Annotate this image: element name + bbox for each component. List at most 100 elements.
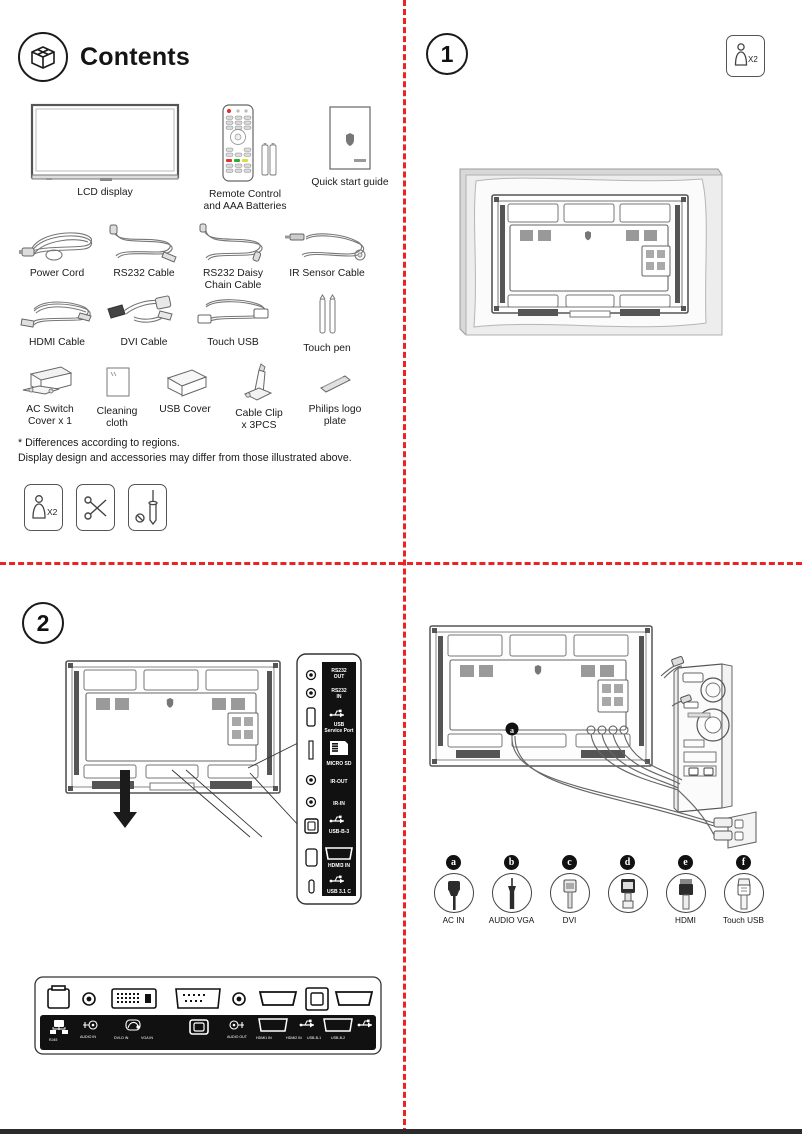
tool-badge-screwdriver [128, 484, 167, 531]
content-item-label: Touch pen [303, 343, 351, 354]
ac-switch-cover-icon [19, 362, 81, 400]
hdmi-connector-icon [665, 873, 706, 913]
step2b-connection-illustration: a [426, 620, 781, 865]
content-item-label: Remote Control and AAA Batteries [203, 189, 287, 213]
content-item-quick-start-guide: Quick start guide [300, 103, 400, 189]
quick-start-guide-icon [324, 103, 376, 173]
svg-text:MICRO SD: MICRO SD [327, 761, 352, 767]
content-item-label: LCD display [77, 187, 133, 198]
contents-note: * Differences according to regions. Disp… [18, 437, 352, 464]
content-item-label: Power Cord [29, 268, 85, 279]
svg-text:USB: USB [334, 722, 345, 728]
legend-label: HDMI [675, 916, 696, 925]
step2-callout-lines [171, 741, 301, 838]
horizontal-divider [0, 562, 802, 565]
step1-persons-required-badge: X2 [726, 35, 765, 77]
svg-text:Service Port: Service Port [324, 728, 354, 734]
content-item-label: IR Sensor Cable [289, 268, 365, 279]
content-item-label: HDMI Cable [28, 337, 86, 348]
svg-text:IR-OUT: IR-OUT [330, 779, 347, 785]
svg-text:HDMI3 IN: HDMI3 IN [328, 863, 350, 869]
svg-text:USB-B-2: USB-B-2 [331, 1036, 345, 1040]
content-item-power-cord: Power Cord [14, 222, 100, 280]
contents-row-2: Power Cord RS232 Cable [14, 222, 376, 293]
content-item-cable-clip: Cable Clip x 3PCS [222, 362, 296, 433]
step2-bottom-io-panel: RJ45 AUDIO IN DVI-D IN VGA IN [34, 976, 382, 1055]
content-item-label: RS232 Daisy Chain Cable [202, 268, 264, 292]
vertical-divider [403, 0, 406, 1134]
svg-text:VGA IN: VGA IN [141, 1036, 153, 1040]
tool-badge-two-persons: X2 [24, 484, 63, 531]
svg-text:HDMI1 IN: HDMI1 IN [256, 1036, 272, 1040]
dvi-cable-icon [104, 293, 184, 333]
audio-jack-icon [491, 873, 532, 913]
content-item-label: Touch USB [207, 337, 259, 348]
content-item-label: Cable Clip x 3PCS [235, 408, 283, 432]
svg-text:USB 3.1 C: USB 3.1 C [327, 889, 351, 895]
legend-item-b: b AUDIO VGA [488, 855, 535, 925]
legend-letter: f [736, 855, 751, 870]
svg-text:IN: IN [337, 694, 342, 700]
tool-badge-row: X2 [24, 484, 167, 531]
vga-connector-icon [607, 873, 648, 913]
contents-header: Contents [18, 32, 190, 82]
content-item-usb-cover: USB Cover [148, 362, 222, 416]
svg-text:X2: X2 [47, 507, 58, 517]
rs232-daisy-chain-icon [192, 222, 274, 264]
contents-row-1: LCD display [20, 103, 400, 214]
usb-b-connector-icon [723, 873, 764, 913]
svg-text:USB-B-1: USB-B-1 [307, 1036, 321, 1040]
svg-text:AUDIO IN: AUDIO IN [80, 1035, 96, 1039]
touch-pen-icon [307, 293, 347, 339]
ac-power-plug-icon [433, 873, 474, 913]
legend-letter: a [446, 855, 461, 870]
step1-illustration [454, 163, 728, 341]
svg-text:RS232: RS232 [331, 688, 347, 694]
content-item-touch-usb: Touch USB [188, 293, 278, 349]
content-item-remote: Remote Control and AAA Batteries [190, 103, 300, 214]
cleaning-cloth-icon [97, 362, 137, 402]
svg-text:RJ45: RJ45 [49, 1038, 57, 1042]
svg-text:AUDIO OUT: AUDIO OUT [227, 1035, 248, 1039]
svg-text:USB-B-3: USB-B-3 [329, 829, 349, 835]
legend-label: AUDIO VGA [488, 916, 535, 925]
legend-item-c: c DVI [546, 855, 593, 925]
step-number-2: 2 [22, 602, 64, 644]
tool-badge-scissors [76, 484, 115, 531]
content-item-rs232-cable: RS232 Cable [100, 222, 188, 280]
content-item-ir-sensor-cable: IR Sensor Cable [278, 222, 376, 280]
legend-label: DVI [562, 916, 577, 925]
step2-panel: 2 [0, 565, 403, 1134]
svg-text:DVI-D IN: DVI-D IN [114, 1036, 129, 1040]
legend-item-f: f Touch USB [720, 855, 767, 925]
content-item-rs232-daisy-chain: RS232 Daisy Chain Cable [188, 222, 278, 293]
open-box-icon [18, 32, 68, 82]
contents-row-3: HDMI Cable D [14, 293, 376, 355]
content-item-label: Quick start guide [311, 177, 389, 188]
legend-label: Touch USB [723, 916, 764, 925]
step1-panel: 1 X2 [404, 0, 802, 562]
connector-legend: a AC IN b [430, 855, 767, 925]
step2b-panel: a [404, 565, 802, 1134]
content-item-lcd-display: LCD display [20, 103, 190, 199]
svg-text:HDMI2 IN: HDMI2 IN [286, 1036, 302, 1040]
content-item-cleaning-cloth: Cleaning cloth [86, 362, 148, 431]
content-item-philips-logo-plate: Philips logo plate [296, 362, 374, 429]
remote-control-icon [209, 103, 281, 185]
svg-text:a: a [510, 726, 514, 735]
legend-letter: b [504, 855, 519, 870]
legend-label: AC IN [442, 916, 465, 925]
content-item-hdmi-cable: HDMI Cable [14, 293, 100, 349]
step2-down-arrow-icon [112, 770, 138, 830]
legend-item-e: e HDMI [662, 855, 709, 925]
hdmi-cable-icon [18, 293, 96, 333]
content-item-label: DVI Cable [120, 337, 168, 348]
legend-letter: d [620, 855, 635, 870]
legend-item-d: d [604, 855, 651, 925]
svg-text:X2: X2 [748, 55, 758, 64]
contents-title: Contents [80, 42, 190, 71]
content-item-label: RS232 Cable [113, 268, 175, 279]
dvi-connector-icon [549, 873, 590, 913]
step2-rear-view-illustration [62, 657, 284, 807]
